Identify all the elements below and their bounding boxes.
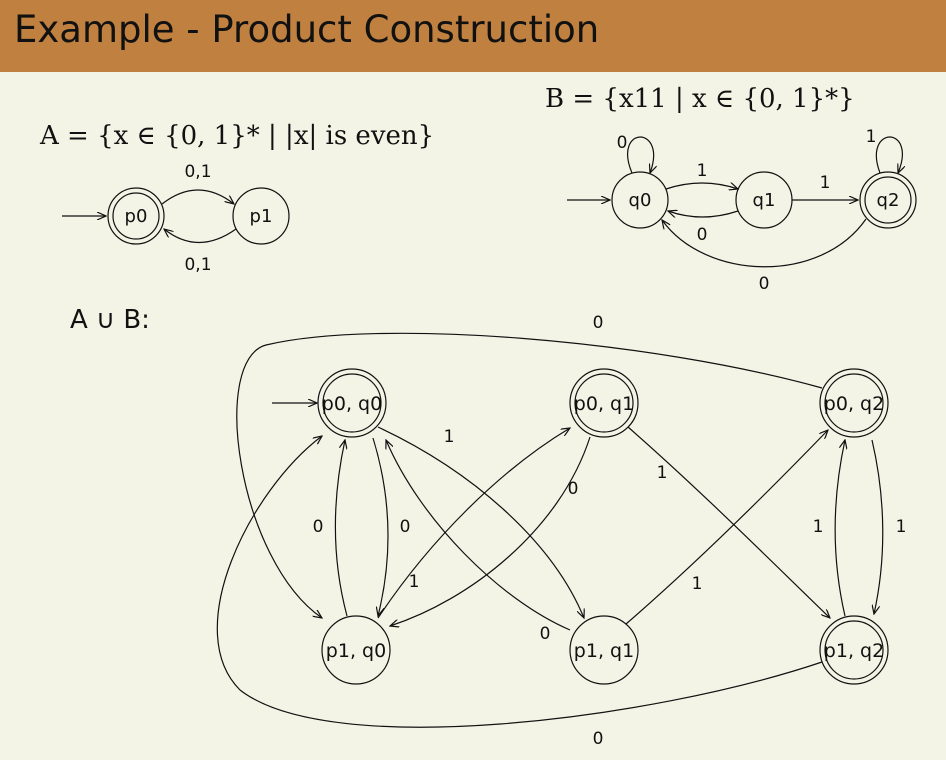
edge-p1q0-p0q0 — [334, 440, 347, 617]
label-b-q0-q1: 1 — [697, 161, 708, 181]
label-p0q0-p1q0: 0 — [400, 517, 411, 537]
label-p0q2: p0, q2 — [824, 393, 884, 415]
label-p1q1-p0q0: 0 — [540, 624, 551, 644]
label-p0: p0 — [125, 206, 148, 227]
edge-p0q0-p1q0 — [372, 437, 389, 616]
edge-q1-q0 — [668, 211, 739, 217]
edge-p0-p1 — [161, 189, 234, 204]
edge-p1q2-p0q0 — [216, 436, 823, 728]
state-q0 — [611, 171, 669, 229]
state-p1q0 — [321, 615, 391, 685]
edge-p1q1-p0q0 — [386, 440, 571, 631]
edge-q0-loop — [627, 136, 654, 173]
state-p0q0-outer — [317, 368, 387, 438]
slide-title: Example - Product Construction — [14, 8, 600, 51]
edge-q2-loop — [875, 136, 902, 173]
label-p1q2: p1, q2 — [824, 640, 884, 662]
title-bar: Example - Product Construction — [0, 0, 946, 72]
state-p1q2-inner — [824, 620, 884, 680]
label-b-q2-q0: 0 — [759, 274, 770, 294]
label-p1q0: p1, q0 — [326, 640, 386, 662]
label-b-q1-q2: 1 — [820, 173, 831, 193]
state-p0q2-inner — [824, 373, 884, 433]
label-p1q2-p0q2: 1 — [813, 517, 824, 537]
state-p0q0-inner — [322, 373, 382, 433]
definition-b: B = {x11 | x ∈ {0, 1}*} — [545, 84, 855, 114]
product-heading: A ∪ B: — [70, 305, 150, 335]
definition-a: A = {x ∈ {0, 1}* | |x| is even} — [39, 121, 434, 151]
label-p0q1-p1q2: 1 — [657, 463, 668, 483]
label-q0: q0 — [629, 190, 652, 211]
automaton-a — [62, 187, 290, 245]
edge-p0q2-p1q0 — [236, 332, 823, 618]
label-q1: q1 — [753, 190, 776, 211]
edge-p0q1-p1q2 — [627, 426, 830, 618]
label-b-q1-q0: 0 — [697, 225, 708, 245]
label-p1q1: p1, q1 — [574, 640, 634, 662]
label-p1q1-p0q2: 1 — [692, 574, 703, 594]
label-p1: p1 — [250, 206, 273, 227]
product-automaton — [216, 332, 889, 728]
edge-p1q1-p0q2 — [625, 430, 828, 625]
edge-p1-p0 — [164, 229, 237, 244]
state-p0-inner — [112, 192, 160, 240]
label-p0q1: p0, q1 — [574, 393, 634, 415]
state-p0q2-outer — [819, 368, 889, 438]
state-p1q1 — [569, 615, 639, 685]
label-q2: q2 — [877, 190, 900, 211]
edge-q0-q1 — [665, 183, 738, 189]
label-p1q0-p0q0: 0 — [313, 517, 324, 537]
label-p1q0-p0q1: 1 — [409, 572, 420, 592]
label-p0q1-p1q0: 0 — [568, 479, 579, 499]
state-p1q2-outer — [819, 615, 889, 685]
state-q2-inner — [864, 176, 912, 224]
edge-p0q1-p1q0 — [390, 436, 591, 626]
label-p0q0-p1q1: 1 — [444, 427, 455, 447]
state-p1 — [232, 187, 290, 245]
label-a-p0-p1: 0,1 — [184, 162, 211, 182]
edge-p0q0-p1q1 — [377, 426, 584, 618]
label-b-q0-loop: 0 — [617, 133, 628, 153]
edge-p0q2-p1q2 — [871, 439, 884, 614]
label-p1q2-p0q0: 0 — [593, 729, 604, 749]
automaton-b — [567, 136, 917, 268]
state-p0-outer — [107, 187, 165, 245]
state-p0q1-outer — [569, 368, 639, 438]
edge-p1q0-p0q1 — [377, 428, 570, 619]
label-b-q2-loop: 1 — [866, 127, 877, 147]
label-a-p1-p0: 0,1 — [184, 255, 211, 275]
state-q2-outer — [859, 171, 917, 229]
state-p0q1-inner — [574, 373, 634, 433]
label-p0q2-p1q2: 1 — [896, 517, 907, 537]
edge-p1q2-p0q2 — [834, 440, 845, 617]
label-p0q2-p1q0: 0 — [593, 313, 604, 333]
edge-q2-q0 — [662, 218, 867, 268]
label-p0q0: p0, q0 — [322, 393, 382, 415]
